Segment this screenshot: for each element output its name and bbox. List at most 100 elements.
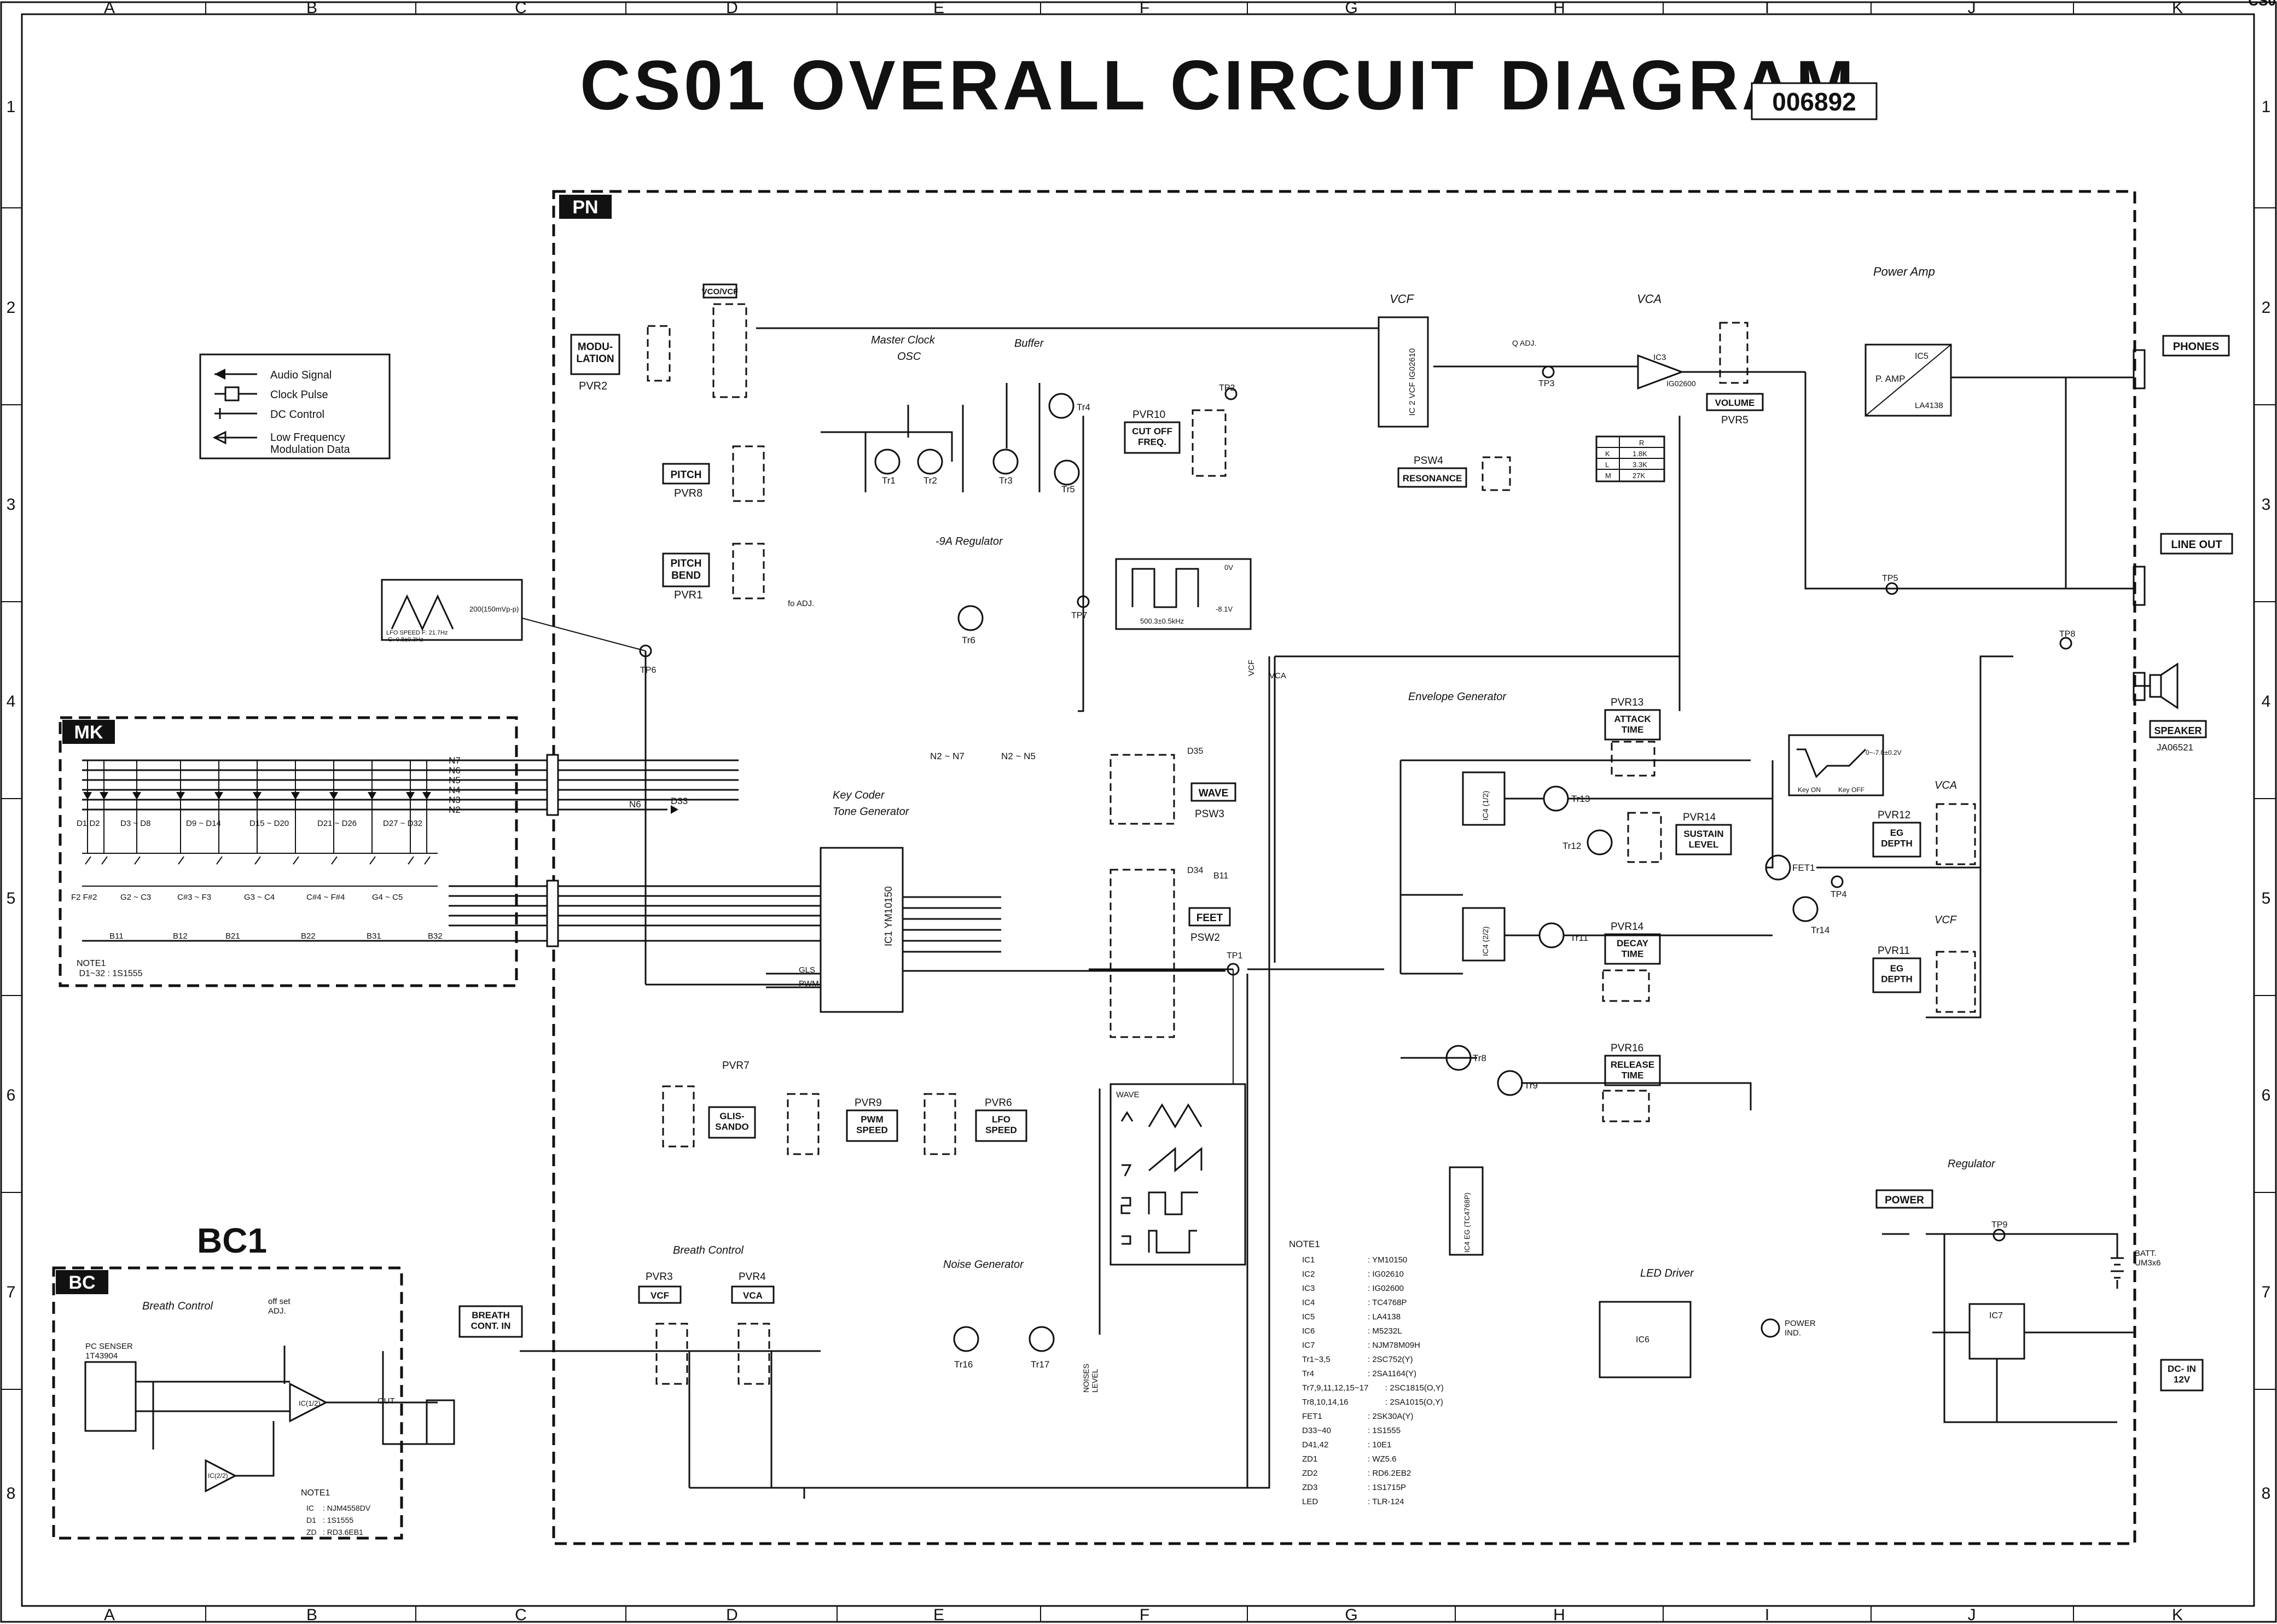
tr17-symbol	[1029, 1326, 1055, 1352]
phones-jack	[2133, 349, 2146, 389]
tr-label: Tr3	[999, 475, 1013, 486]
pvr3-vcf-box[interactable]	[638, 1285, 682, 1304]
row-label: 6	[7, 1086, 16, 1104]
wave-box[interactable]	[1190, 782, 1236, 802]
pvr3-pot[interactable]	[655, 1323, 688, 1385]
osc-label: OSC	[897, 351, 921, 363]
eg-depth-vca-box[interactable]	[1872, 822, 1921, 858]
corner-tag: CS0	[2248, 0, 2276, 9]
vca-env-label: VCA	[1935, 779, 1957, 791]
ic1-pin-wires	[766, 885, 1225, 988]
ic4-package	[1449, 1166, 1484, 1256]
pvr16-pot[interactable]	[1602, 1090, 1650, 1122]
diode-group-label: D9 ~ D14	[186, 819, 221, 828]
ic1-chip	[820, 847, 904, 1013]
vcf-env-label: VCF	[1935, 914, 1957, 926]
vcf-table-cell: K	[1605, 450, 1610, 458]
part-ref: ZD3	[1302, 1483, 1317, 1492]
pvr14a-pot[interactable]	[1627, 812, 1662, 863]
dc-in-box[interactable]	[2160, 1359, 2204, 1392]
glissando-label: GLIS-SANDO	[715, 1111, 748, 1132]
eg-depth-vcf-box[interactable]	[1872, 957, 1921, 993]
ic4b-chip	[1462, 907, 1506, 962]
col-label: K	[2172, 0, 2183, 17]
tr-label: FET1	[1792, 863, 1815, 873]
vcf-bus-label: VCF	[1247, 660, 1256, 676]
release-box[interactable]	[1604, 1055, 1661, 1086]
diode-group-label: D27 ~ D32	[383, 819, 422, 828]
d33-label: D33	[671, 796, 688, 806]
pvr14b-pot[interactable]	[1602, 969, 1650, 1002]
n-line-label: N4	[449, 785, 461, 795]
tp-label: TP9	[1991, 1220, 2007, 1230]
part-ref: ZD2	[1302, 1469, 1317, 1478]
cutoff-box[interactable]	[1124, 421, 1181, 454]
row-label: 4	[7, 692, 16, 711]
sustain-box[interactable]	[1675, 824, 1732, 855]
pitch-bend-box[interactable]	[662, 552, 710, 587]
page-title: CS01 OVERALL CIRCUIT DIAGRAM	[580, 46, 1857, 125]
decay-box[interactable]	[1604, 933, 1661, 965]
psw3-switch[interactable]	[1110, 754, 1175, 825]
pvr13-pot[interactable]	[1611, 741, 1656, 777]
attack-box[interactable]	[1604, 709, 1661, 741]
mk-b-labels: B11 B12 B21 B22 B31 B32	[109, 932, 443, 941]
part-ref: IC5	[1302, 1312, 1315, 1322]
tr-label: Tr8	[1473, 1053, 1486, 1063]
glissando-box[interactable]	[708, 1106, 756, 1139]
pvr12-pot[interactable]	[1936, 803, 1976, 865]
pvr9-pot[interactable]	[787, 1093, 820, 1155]
pvr4-pot[interactable]	[737, 1323, 770, 1385]
q-adj-label: Q ADJ.	[1512, 339, 1536, 347]
mk-key-ranges: F2 F#2 G2 ~ C3 C#3 ~ F3 G3 ~ C4 C#4 ~ F#…	[71, 893, 403, 902]
breath-cont-in-box[interactable]	[458, 1305, 523, 1338]
pvr11-pot[interactable]	[1936, 951, 1976, 1013]
volume-box[interactable]	[1706, 393, 1764, 411]
drawing-frame	[21, 13, 2255, 1607]
phones-jack-box[interactable]	[2162, 335, 2230, 357]
wave-triangle	[1120, 1103, 1203, 1128]
mk-n-lines	[82, 759, 553, 811]
vco-vcf-switch[interactable]	[712, 303, 747, 398]
pwm-speed-box[interactable]	[846, 1109, 898, 1142]
pitch-box[interactable]	[662, 463, 710, 485]
bc-tag-text: BC	[68, 1272, 95, 1293]
pvr5-pot[interactable]	[1719, 322, 1749, 384]
pvr2-pot[interactable]	[647, 325, 671, 382]
key-coder-label: Key Coder	[833, 789, 885, 801]
speaker-box[interactable]	[2149, 720, 2207, 738]
lfo-pointer	[521, 618, 646, 651]
pvr7-pot[interactable]	[662, 1085, 695, 1148]
pvr1-pot[interactable]	[732, 543, 765, 599]
key-range: F2 F#2	[71, 893, 97, 902]
tp7-lo: -8.1V	[1216, 605, 1233, 613]
lfo-speed-box[interactable]	[975, 1109, 1027, 1142]
psw2-switch[interactable]	[1110, 869, 1175, 1038]
modulation-box[interactable]	[570, 334, 620, 375]
part-ref: IC7	[1302, 1341, 1315, 1350]
ic2-label: IC 2 VCF IG02610	[1408, 348, 1417, 416]
ic7-chip	[1968, 1303, 2025, 1360]
tp7-hi: 0V	[1224, 563, 1233, 572]
pvr8-pot[interactable]	[732, 445, 765, 502]
pvr4-vca-box[interactable]	[731, 1285, 775, 1304]
batt-label: BATT.UM3x6	[2135, 1249, 2161, 1267]
power-amp-label: Power Amp	[1873, 265, 1935, 278]
line-out-box[interactable]	[2160, 533, 2233, 555]
tp-label: TP1	[1227, 951, 1242, 961]
power-box[interactable]	[1875, 1189, 1933, 1209]
pvr10-pot[interactable]	[1192, 409, 1227, 477]
diode-group-label: D15 ~ D20	[249, 819, 289, 828]
ic4a-label: IC4 (1/2)	[1481, 791, 1490, 820]
row-label: 6	[2262, 1086, 2271, 1104]
resonance-box[interactable]	[1397, 467, 1467, 488]
signal-legend: Audio Signal Clock Pulse DC Control Low …	[199, 353, 391, 459]
psw4-switch[interactable]	[1482, 456, 1511, 491]
pvr3-vcf-label: VCF	[650, 1290, 669, 1301]
b-group: B32	[428, 932, 443, 941]
feet-box[interactable]	[1188, 907, 1231, 927]
pvr6-pot[interactable]	[923, 1093, 956, 1155]
